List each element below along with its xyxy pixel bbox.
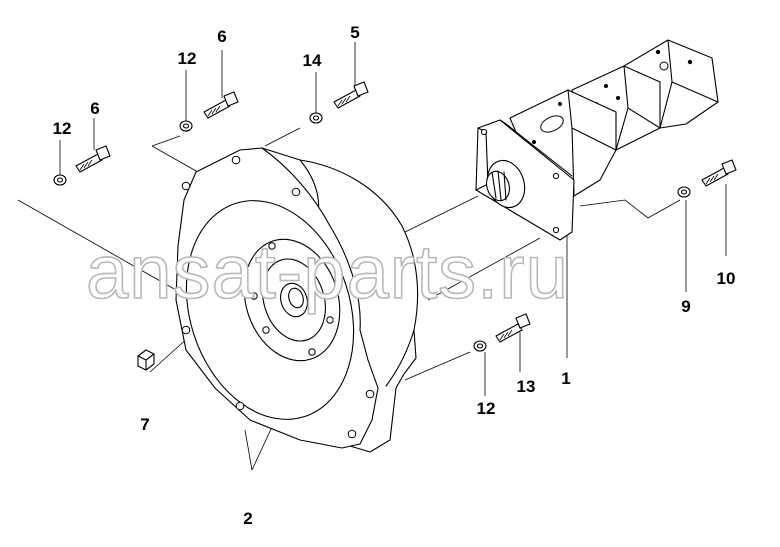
callout-5: 5: [350, 23, 359, 42]
callout-10: 10: [717, 269, 736, 288]
callout-7: 7: [140, 415, 149, 434]
callout-13: 13: [517, 377, 536, 396]
washer-icon-9: [677, 186, 691, 198]
callout-12a: 12: [178, 49, 197, 68]
bolt-icon-5: [333, 81, 369, 109]
washer-icon-12b: [179, 120, 193, 132]
callout-6a: 6: [217, 27, 226, 46]
callout-12c: 12: [477, 399, 496, 418]
bell-housing-part: [175, 147, 419, 453]
callout-2: 2: [243, 509, 252, 528]
washer-icon-12c: [473, 340, 487, 352]
leader-lines: [17, 42, 727, 471]
bolt-icon-10: [701, 159, 737, 187]
callout-1: 1: [561, 369, 570, 388]
callout-6b: 6: [90, 99, 99, 118]
bolt-icon-13: [495, 313, 531, 343]
washer-icon-12a: [53, 174, 67, 186]
callout-9: 9: [681, 297, 690, 316]
washer-icon-14: [309, 112, 323, 124]
callout-labels: 1 2 5 6 6 7 9 10 12 12 12 13 14: [53, 23, 736, 528]
nut-icon-7: [137, 349, 155, 371]
callout-14: 14: [303, 51, 322, 70]
bolt-icon-6b: [203, 91, 239, 119]
callout-12b: 12: [53, 119, 72, 138]
watermark: ansat-parts.ru: [86, 230, 569, 315]
bolt-icon-6a: [75, 145, 111, 173]
hydraulic-pump-part: [475, 39, 719, 241]
